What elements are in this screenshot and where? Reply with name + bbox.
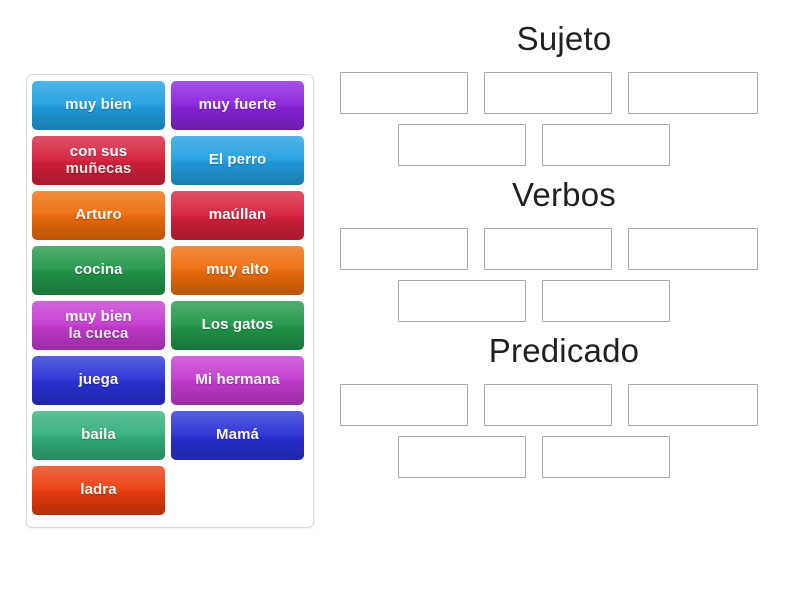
word-tile[interactable]: cocina bbox=[32, 246, 165, 295]
word-tile[interactable]: Arturo bbox=[32, 191, 165, 240]
word-tile[interactable]: maúllan bbox=[171, 191, 304, 240]
word-tile-label: maúllan bbox=[208, 206, 267, 224]
category-title: Verbos bbox=[512, 175, 616, 213]
word-tile[interactable]: muy fuerte bbox=[171, 81, 304, 130]
drop-slot-row bbox=[340, 383, 788, 426]
word-tile-label: Mamá bbox=[216, 426, 259, 444]
word-tile[interactable]: Mi hermana bbox=[171, 356, 304, 405]
word-tile[interactable]: baila bbox=[32, 411, 165, 460]
drop-slot[interactable] bbox=[628, 71, 758, 114]
drop-slot[interactable] bbox=[628, 227, 758, 270]
drop-slot[interactable] bbox=[542, 279, 670, 322]
word-tile-label: juega bbox=[78, 371, 119, 389]
drop-slot[interactable] bbox=[484, 71, 612, 114]
drop-slot-row bbox=[340, 435, 788, 478]
word-tile-label: Los gatos bbox=[201, 316, 274, 334]
word-tile[interactable]: muy bien bbox=[32, 81, 165, 130]
word-tile-label: muy bien bbox=[65, 96, 132, 114]
word-tile-label: muy fuerte bbox=[198, 96, 277, 114]
drop-slot[interactable] bbox=[340, 71, 468, 114]
word-tile-label: muy alto bbox=[206, 261, 269, 279]
drop-slot[interactable] bbox=[542, 123, 670, 166]
word-tile-grid: muy bien muy fuerte con sus muñecas El perr… bbox=[32, 81, 308, 521]
drop-slot-row bbox=[340, 279, 788, 322]
word-tile-label: El perro bbox=[208, 151, 267, 169]
word-tile[interactable]: ladra bbox=[32, 466, 165, 515]
word-tile[interactable]: muy alto bbox=[171, 246, 304, 295]
drop-slot[interactable] bbox=[628, 383, 758, 426]
category-title: Predicado bbox=[488, 331, 640, 369]
drop-slot[interactable] bbox=[398, 279, 526, 322]
word-tile-label: ladra bbox=[80, 481, 117, 499]
drop-slot[interactable] bbox=[340, 383, 468, 426]
drop-slot[interactable] bbox=[484, 383, 612, 426]
drop-slot[interactable] bbox=[484, 227, 612, 270]
word-tile-label: cocina bbox=[74, 261, 123, 279]
word-tile[interactable]: muy bien la cueca bbox=[32, 301, 165, 350]
drop-slot[interactable] bbox=[542, 435, 670, 478]
drop-slot-row bbox=[340, 71, 788, 114]
word-tile-label: con sus muñecas bbox=[65, 143, 132, 177]
word-tile-label: muy bien la cueca bbox=[65, 308, 132, 342]
word-tile[interactable]: juega bbox=[32, 356, 165, 405]
word-tile-tray[interactable]: muy bien muy fuerte con sus muñecas El perr… bbox=[26, 74, 314, 528]
category-group: Predicado bbox=[340, 332, 788, 478]
word-tile[interactable]: El perro bbox=[171, 136, 304, 185]
drop-slot[interactable] bbox=[340, 227, 468, 270]
drop-slot[interactable] bbox=[398, 123, 526, 166]
word-tile-label: Arturo bbox=[75, 206, 122, 224]
word-tile[interactable]: Los gatos bbox=[171, 301, 304, 350]
word-tile[interactable]: Mamá bbox=[171, 411, 304, 460]
category-group: Sujeto bbox=[340, 20, 788, 166]
category-title: Sujeto bbox=[516, 20, 612, 57]
drop-slot[interactable] bbox=[398, 435, 526, 478]
word-tile-label: baila bbox=[81, 426, 116, 444]
word-tile-label: Mi hermana bbox=[195, 371, 280, 389]
drop-slot-row bbox=[340, 227, 788, 270]
word-tile[interactable]: con sus muñecas bbox=[32, 136, 165, 185]
category-group: Verbos bbox=[340, 176, 788, 322]
drop-slot-row bbox=[340, 123, 788, 166]
